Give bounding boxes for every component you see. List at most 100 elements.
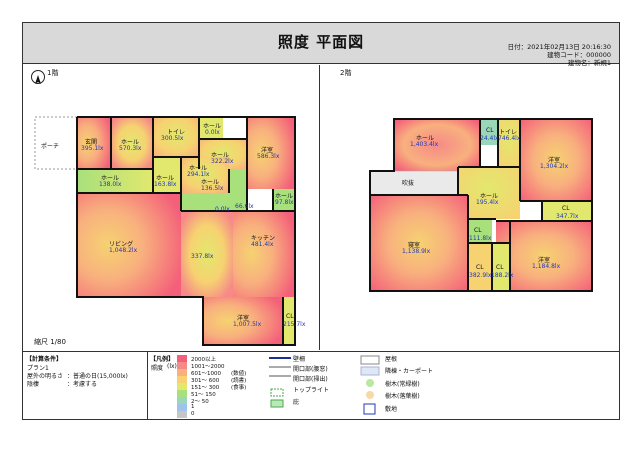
date-text: 日付：2021年02月13日 20:16:30	[507, 43, 611, 51]
room-value: 0.0lx	[215, 206, 230, 213]
symbol-label: トップライト	[293, 387, 330, 394]
room-value: 337.8lx	[191, 253, 214, 260]
floor1-label: 1階	[47, 69, 59, 77]
symbol-label: 開口部(掃出)	[293, 376, 328, 383]
room-value: 188.2lx	[491, 272, 514, 279]
room-value: 481.4lx	[251, 241, 274, 248]
symbol-label: 樹木(落葉樹)	[385, 393, 420, 400]
symbol-marks	[269, 357, 291, 408]
legend-range: 2000以上	[191, 357, 216, 363]
legend-swatch	[177, 369, 187, 376]
room-value: 294.1lx	[187, 171, 210, 178]
legend-range: 51～ 150	[191, 392, 216, 398]
room-label: 洋室	[538, 257, 551, 264]
room-value: 215.7lx	[283, 321, 306, 328]
room-value: 347.7lx	[556, 213, 579, 220]
floor2-heatmap	[369, 118, 593, 292]
room-label: CL	[496, 264, 504, 271]
unit-label: (lx)	[167, 363, 177, 370]
building-code-text: 建物コード：000000	[547, 51, 611, 59]
ceiling-value: ：考慮する	[67, 381, 98, 388]
room-label: トイレ	[167, 129, 186, 136]
room-label: 吹抜	[402, 180, 415, 187]
room-label: キッチン	[251, 235, 276, 242]
symbol-label: 敷地	[385, 406, 398, 413]
legend-range: 151～ 300	[191, 385, 220, 391]
room-label: CL	[474, 227, 482, 234]
room-label: 洋室	[237, 315, 250, 322]
floor1-plan-panel: 1階 縮尺 1/80	[25, 65, 320, 350]
room-value: 1,048.2lx	[109, 247, 138, 254]
room-value: 1,304.2lx	[540, 163, 569, 170]
symbol-label: 壁柵	[293, 356, 306, 363]
symbol-label: 樹木(常緑樹)	[385, 381, 420, 388]
symbol-label: 隣棟・カーポート	[385, 368, 434, 375]
room-label: ホール	[121, 139, 140, 146]
room-value: 570.3lx	[119, 145, 142, 152]
conditions-section: 【計算条件】 プラン1 屋外の明るさ ：普通の日(15,000lx) 陰棲 ：考…	[23, 352, 148, 420]
outdoor-label: 屋外の明るさ	[27, 373, 64, 380]
room-label: ホール	[275, 193, 294, 200]
legend-range: 301～ 600	[191, 378, 220, 384]
legend-heading: 【凡例】	[150, 356, 175, 363]
room-label: ホール	[156, 175, 175, 182]
room-value: 97.8lx	[275, 199, 294, 206]
legend-section: 【凡例】 照度 (lx) 壁柵 開口部(腰窓) 開口部(掃出) トップライト 庇	[147, 352, 619, 420]
legend-swatch	[177, 404, 187, 411]
room-label: 玄関	[85, 139, 98, 146]
room-label: ホール	[201, 179, 220, 186]
room-value: 1,403.4lx	[410, 141, 439, 148]
legend-range: 601～1000	[191, 371, 221, 377]
room-label: リビング	[109, 241, 134, 248]
room-value: 111.8lx	[469, 235, 492, 242]
legend-swatch	[177, 411, 187, 418]
room-label: ホール	[189, 165, 208, 172]
room-value: 1,007.5lx	[233, 321, 262, 328]
symbol-label: 庇	[293, 399, 300, 406]
room-label: 洋室	[548, 157, 561, 164]
room-label: トイレ	[499, 129, 518, 136]
symbol2-marks	[360, 355, 380, 415]
room-value: 1,138.9lx	[402, 248, 431, 255]
room-label: ホール	[101, 175, 120, 182]
room-label: CL	[486, 127, 494, 134]
room-label: ホール	[211, 152, 230, 159]
illuminance-label: 照度	[151, 365, 164, 372]
room-label: ポーチ	[41, 143, 60, 150]
room-value: 1,184.8lx	[532, 263, 561, 270]
room-value: 586.3lx	[257, 153, 280, 160]
room-label: 洋室	[261, 147, 274, 154]
page-title: 照度 平面図	[277, 33, 365, 51]
room-value: 195.4lx	[476, 199, 499, 206]
north-arrow-icon	[31, 70, 45, 84]
room-label: ホール	[203, 123, 222, 130]
room-value: 382.9lx	[469, 272, 492, 279]
plan-name: プラン1	[27, 365, 49, 372]
room-value: 66.6lx	[235, 203, 254, 210]
room-value: 138.0lx	[99, 181, 122, 188]
drawing-sheet: 照度 平面図 日付：2021年02月13日 20:16:30 建物コード：000…	[22, 22, 620, 420]
floor2-plan-panel: 2階	[320, 65, 617, 350]
legend-range: 1001～2000	[191, 364, 225, 370]
legend-swatch	[177, 376, 187, 383]
room-label: 寝室	[408, 242, 421, 249]
legend-swatch	[177, 397, 187, 404]
legend-use: (食事)	[231, 385, 247, 391]
outdoor-value: ：普通の日(15,000lx)	[67, 373, 128, 380]
legend-range: 0	[191, 411, 195, 417]
room-label: ホール	[416, 135, 435, 142]
room-value: 24.4lx	[480, 135, 499, 142]
room-value: 300.5lx	[161, 135, 184, 142]
building-name-text: 建物名：新規1	[567, 59, 611, 67]
legend-use: (数値)	[231, 371, 247, 377]
room-label: ホール	[480, 193, 499, 200]
legend-swatch	[177, 390, 187, 397]
room-label: CL	[562, 205, 570, 212]
room-value: 0.0lx	[205, 129, 220, 136]
legend-swatch	[177, 383, 187, 390]
symbol-label: 屋根	[385, 356, 398, 363]
ceiling-label: 陰棲	[27, 381, 40, 388]
room-value: 136.5lx	[201, 185, 224, 192]
room-label: CL	[476, 264, 484, 271]
legend-swatch	[177, 362, 187, 369]
